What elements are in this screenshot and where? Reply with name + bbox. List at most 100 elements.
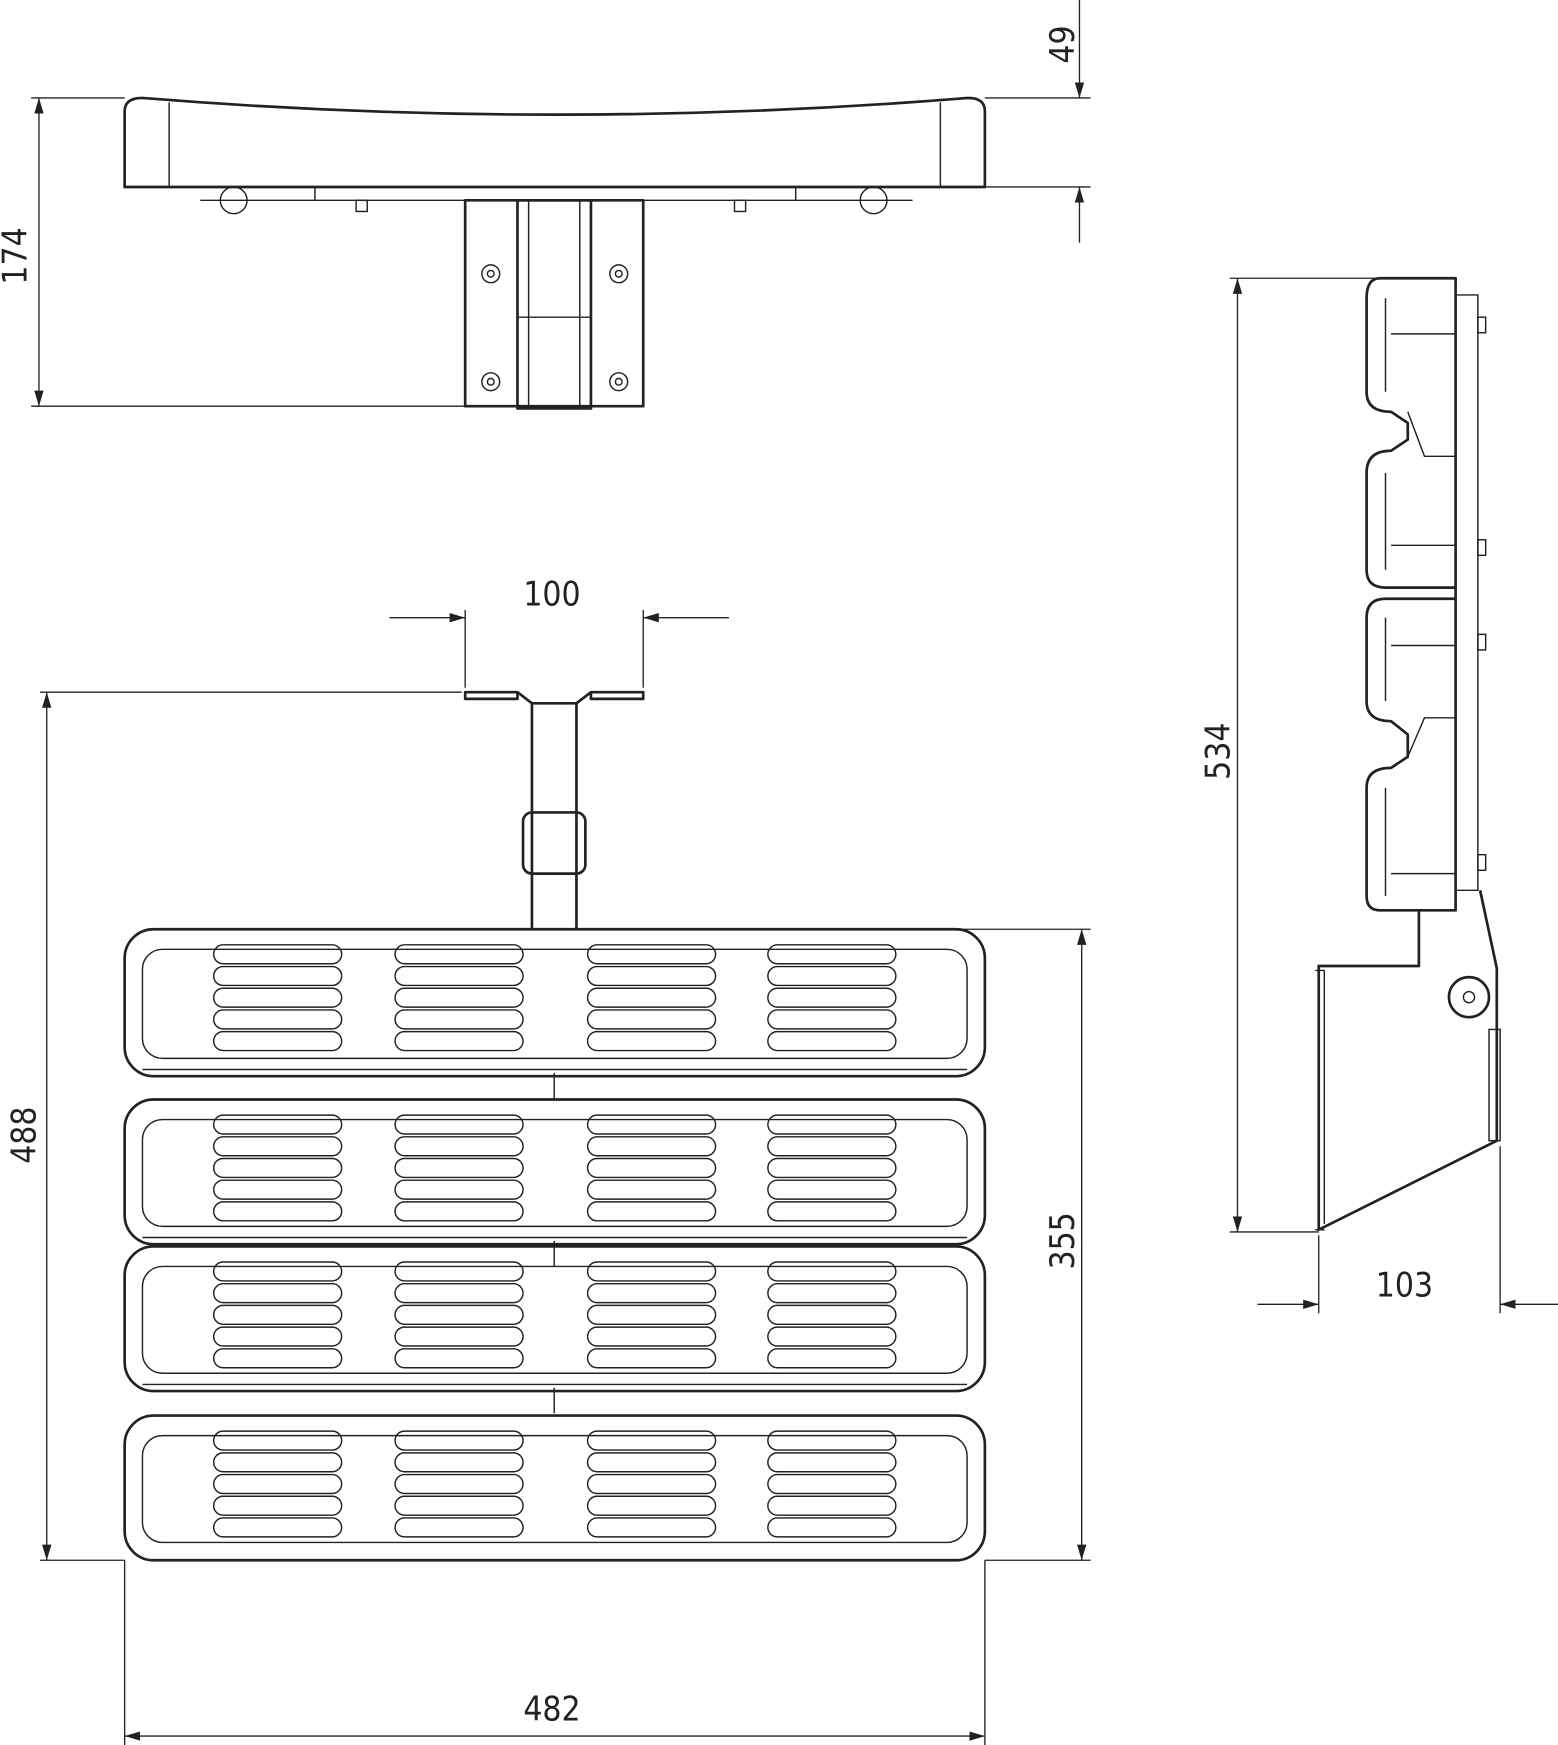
ventilation-slot (586, 1261, 717, 1282)
ventilation-slot (767, 944, 897, 965)
seat-slat (123, 1414, 987, 1562)
ventilation-slot (394, 1009, 524, 1030)
ventilation-slot (767, 1261, 897, 1282)
ventilation-slot (586, 1201, 717, 1222)
ventilation-slot (586, 965, 717, 987)
dimension-100: 100 (389, 574, 729, 688)
dimension-49: 49 (984, 0, 1091, 243)
ventilation-slot (394, 965, 524, 987)
ventilation-slot (767, 1009, 897, 1030)
ventilation-slot (394, 1517, 524, 1538)
dim-label-482: 482 (523, 1689, 580, 1728)
side-view (1315, 276, 1501, 1232)
ventilation-slot (767, 1452, 897, 1473)
dimension-355: 355 (957, 928, 1091, 1561)
dim-label-488: 488 (5, 1106, 44, 1163)
ventilation-slot (586, 1282, 717, 1304)
ventilation-slot (212, 1136, 343, 1157)
ventilation-slot (212, 1517, 343, 1538)
ventilation-slot (767, 1179, 897, 1200)
ventilation-slot (767, 987, 897, 1008)
ventilation-slot (394, 987, 524, 1008)
ventilation-slot (586, 1430, 717, 1451)
top-view (123, 96, 987, 410)
ventilation-slot (394, 1430, 524, 1451)
ventilation-slot (394, 1452, 524, 1473)
dimension-482: 482 (123, 1560, 986, 1745)
dim-label-355: 355 (1043, 1212, 1082, 1269)
ventilation-slot (586, 944, 717, 965)
ventilation-slot (767, 1495, 897, 1516)
ventilation-slot (394, 1473, 524, 1495)
ventilation-slot (394, 1157, 524, 1179)
ventilation-slot (767, 1304, 897, 1326)
ventilation-slot (212, 1201, 343, 1222)
ventilation-slot (212, 1495, 343, 1516)
ventilation-slot (212, 987, 343, 1008)
ventilation-slot (586, 1326, 717, 1347)
ventilation-slot (767, 1517, 897, 1538)
ventilation-slot (212, 1304, 343, 1326)
ventilation-slot (212, 1261, 343, 1282)
ventilation-slot (586, 1030, 717, 1052)
dimension-488: 488 (5, 691, 462, 1561)
ventilation-slot (394, 1030, 524, 1052)
ventilation-slot (212, 1009, 343, 1030)
ventilation-slot (394, 1326, 524, 1347)
ventilation-slot (767, 965, 897, 987)
ventilation-slot (586, 1517, 717, 1538)
ventilation-slot (212, 965, 343, 987)
dim-label-174: 174 (0, 227, 35, 284)
ventilation-slot (212, 1157, 343, 1179)
ventilation-slot (212, 944, 343, 965)
ventilation-slot (394, 1304, 524, 1326)
ventilation-slot (212, 1326, 343, 1347)
ventilation-slot (767, 1201, 897, 1222)
ventilation-slot (767, 1030, 897, 1052)
slat-inner-edge (141, 1118, 968, 1228)
ventilation-slot (394, 944, 524, 965)
front-view (123, 690, 987, 1562)
ventilation-slot (212, 1030, 343, 1052)
slat-inner-edge (141, 948, 968, 1060)
ventilation-slot (767, 1282, 897, 1304)
ventilation-slot (212, 1430, 343, 1451)
ventilation-slot (586, 1009, 717, 1030)
ventilation-slot (212, 1282, 343, 1304)
dim-label-100: 100 (523, 574, 580, 613)
ventilation-slot (212, 1114, 343, 1135)
ventilation-slot (394, 1348, 524, 1369)
ventilation-slot (586, 1157, 717, 1179)
ventilation-slot (212, 1473, 343, 1495)
ventilation-slot (586, 1179, 717, 1200)
slat-inner-edge (141, 1265, 968, 1375)
dim-label-534: 534 (1199, 723, 1238, 780)
dimension-174: 174 (0, 97, 518, 407)
dim-label-49: 49 (1043, 25, 1082, 63)
ventilation-slot (394, 1179, 524, 1200)
ventilation-slot (212, 1348, 343, 1369)
ventilation-slot (586, 1495, 717, 1516)
ventilation-slot (394, 1201, 524, 1222)
ventilation-slot (767, 1348, 897, 1369)
ventilation-slot (394, 1136, 524, 1157)
ventilation-slot (767, 1136, 897, 1157)
dim-label-103: 103 (1376, 1265, 1433, 1304)
ventilation-slot (394, 1495, 524, 1516)
ventilation-slot (586, 1473, 717, 1495)
ventilation-slot (394, 1282, 524, 1304)
dimension-103: 103 (1257, 1146, 1558, 1313)
ventilation-slot (767, 1157, 897, 1179)
ventilation-slot (586, 1136, 717, 1157)
seat-slat (123, 1245, 987, 1393)
dimension-534: 534 (1199, 277, 1380, 1233)
seat-slat (123, 1098, 987, 1246)
ventilation-slot (586, 987, 717, 1008)
ventilation-slot (212, 1179, 343, 1200)
ventilation-slot (586, 1114, 717, 1135)
ventilation-slot (586, 1348, 717, 1369)
seat-slat (123, 927, 987, 1078)
ventilation-slot (586, 1304, 717, 1326)
ventilation-slot (212, 1452, 343, 1473)
